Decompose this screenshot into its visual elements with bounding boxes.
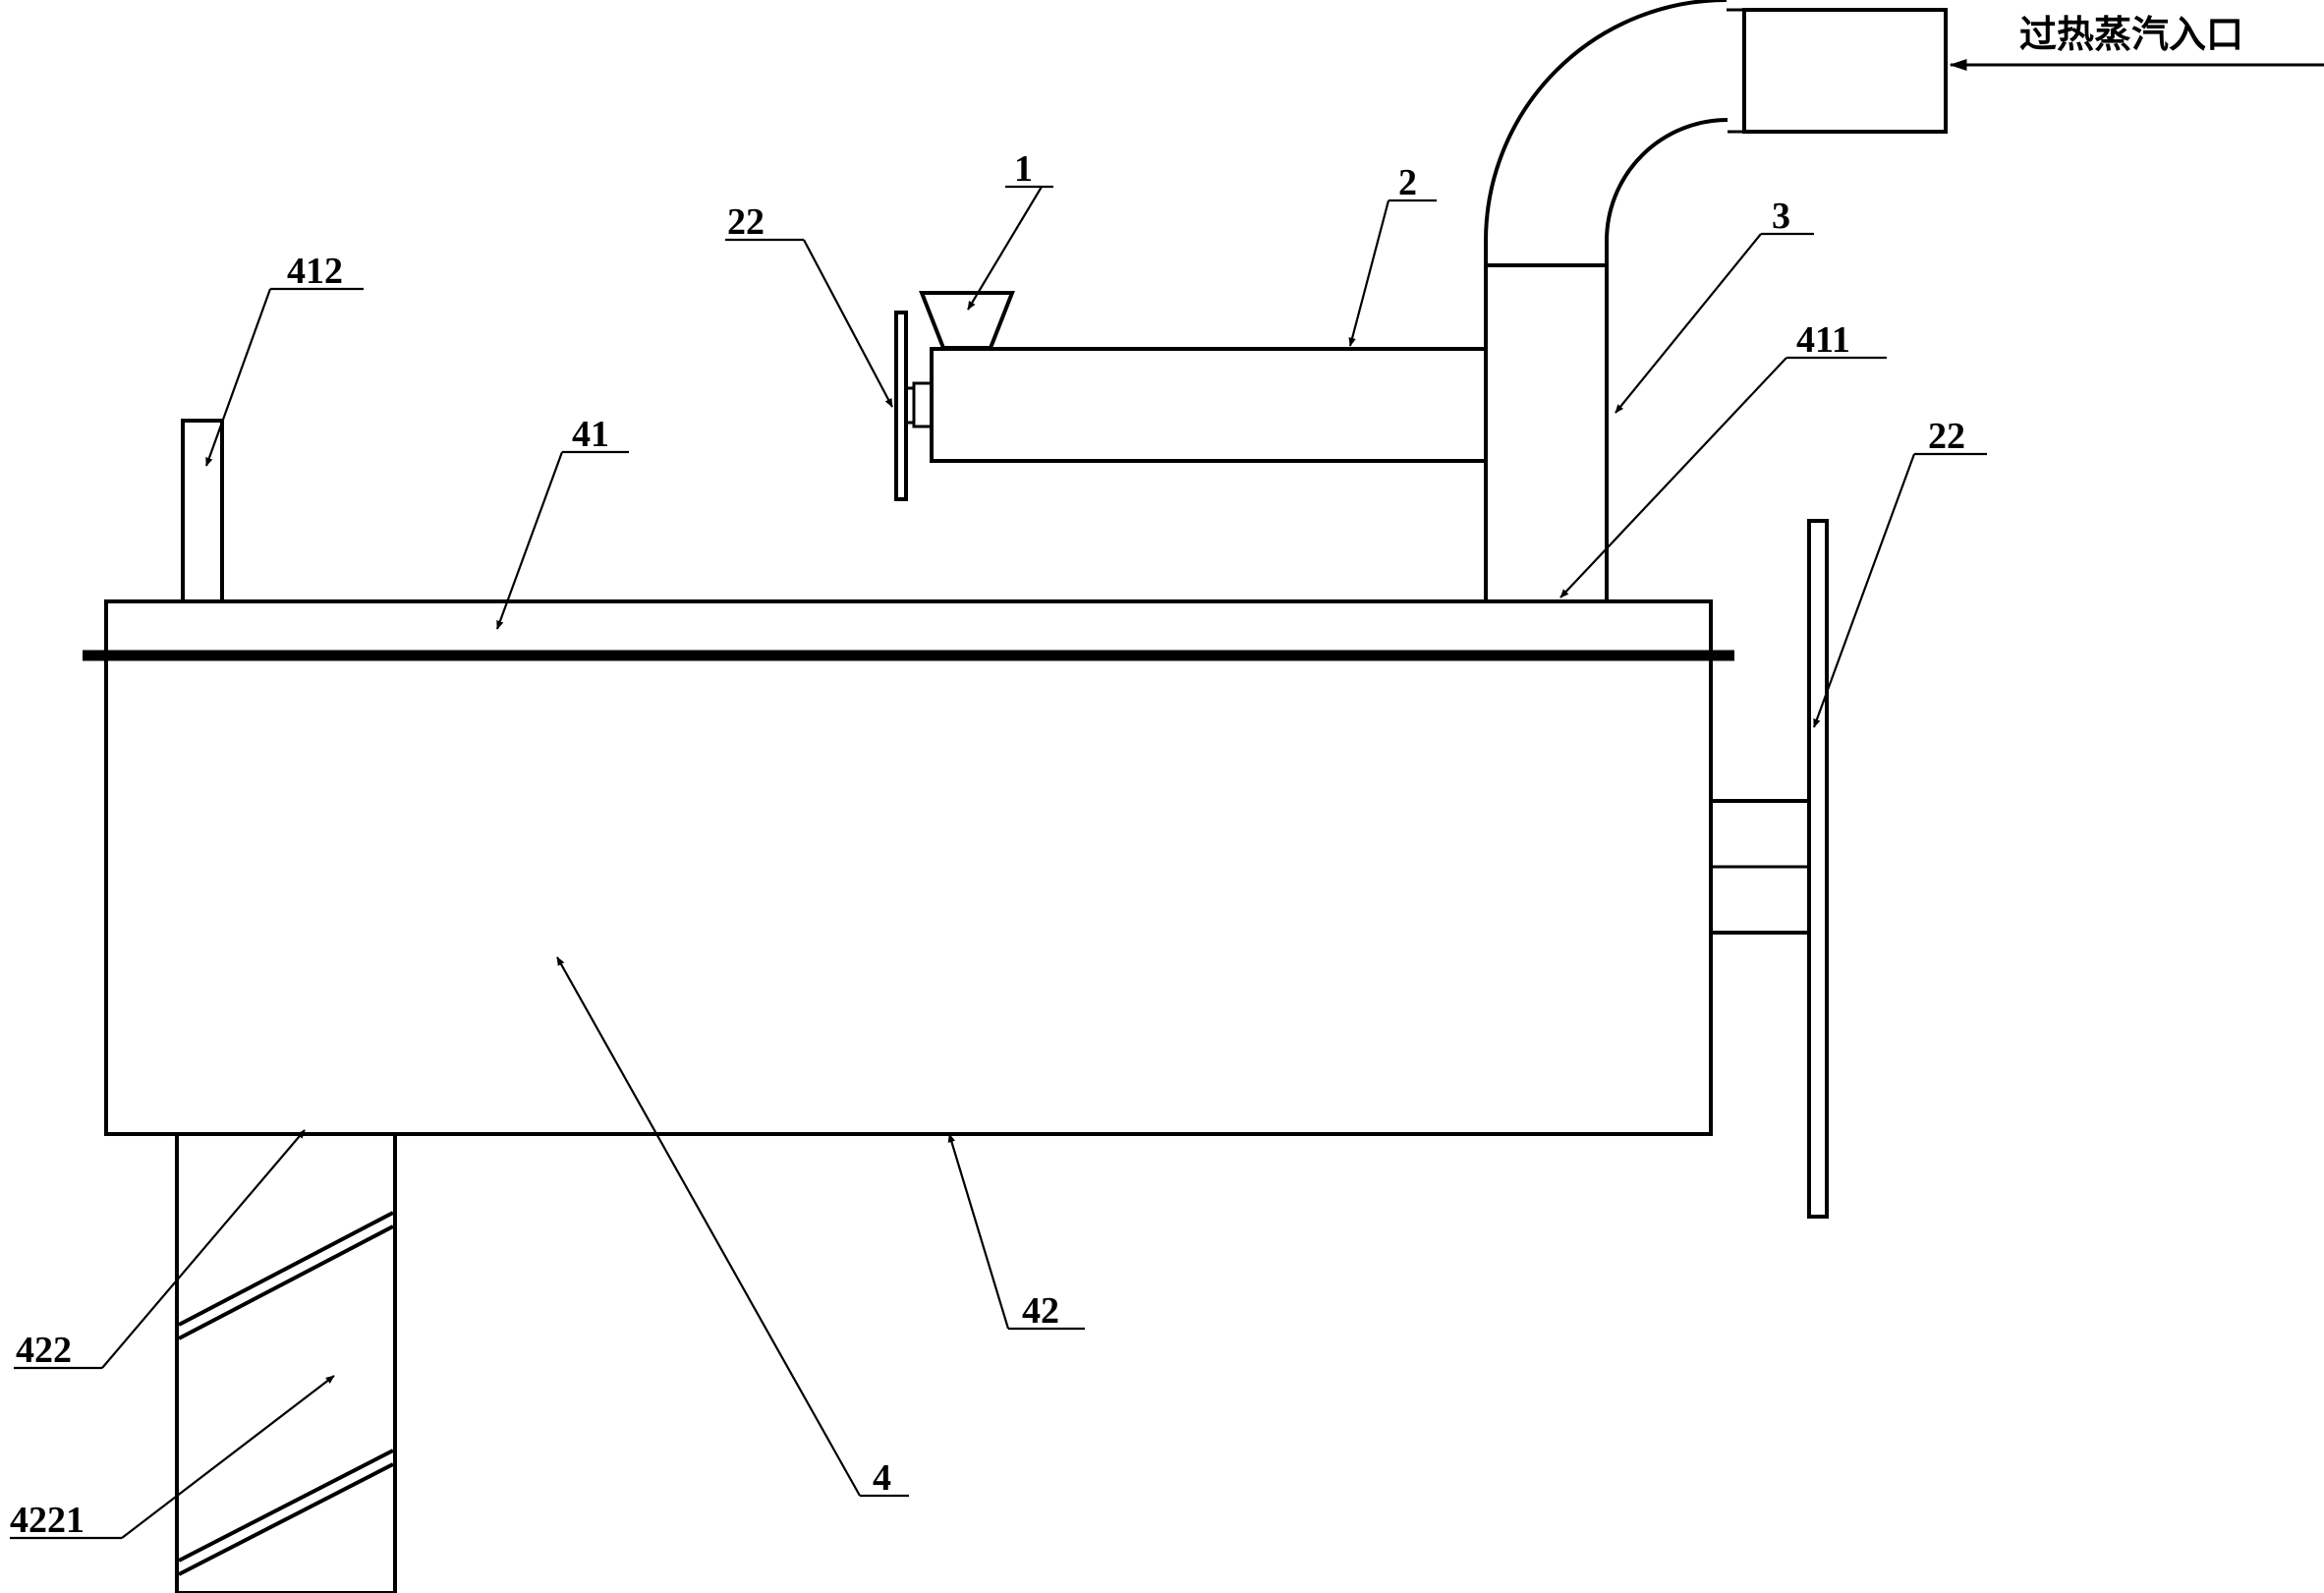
label-hopper: 1 (1014, 148, 1033, 190)
handwheel-left (894, 311, 934, 501)
feed-hopper (919, 291, 1015, 350)
spiral-blades (178, 1211, 394, 1576)
label-discharge-chute: 422 (16, 1330, 72, 1371)
handwheel-right (1709, 519, 1829, 1219)
leader-lines (10, 185, 1987, 1540)
steam-inlet-pipe (1484, 0, 1948, 603)
top-section (104, 599, 1713, 654)
label-main-body: 4 (873, 1457, 891, 1499)
inlet-label: 过热蒸汽入口 (2019, 13, 2243, 56)
main-body (104, 651, 1713, 1136)
label-handwheel-right: 22 (1928, 416, 1965, 457)
label-spiral-blade: 4221 (10, 1500, 85, 1541)
feed-tube (930, 347, 1488, 463)
outlet-pipe (181, 419, 224, 603)
label-feed-tube: 2 (1398, 162, 1417, 203)
label-top-inlet: 411 (1796, 319, 1850, 361)
label-top-section: 41 (572, 414, 609, 455)
discharge-chute (175, 1132, 397, 1593)
label-bottom-section: 42 (1022, 1290, 1059, 1332)
label-outlet-pipe: 412 (287, 251, 343, 292)
label-handwheel-left: 22 (727, 201, 765, 243)
label-steam-pipe: 3 (1772, 196, 1790, 237)
